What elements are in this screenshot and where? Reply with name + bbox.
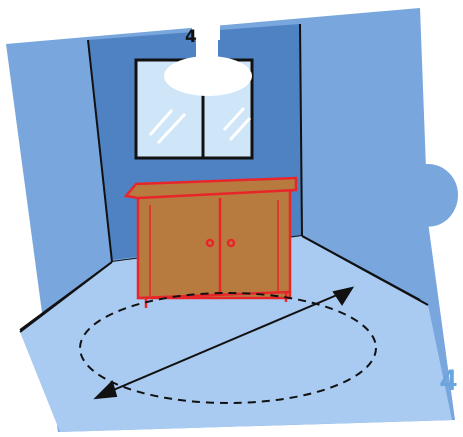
cabinet-icon — [126, 178, 296, 308]
puzzle-number-top: 4 — [185, 29, 197, 46]
puzzle-number-corner: 4 — [440, 366, 457, 396]
